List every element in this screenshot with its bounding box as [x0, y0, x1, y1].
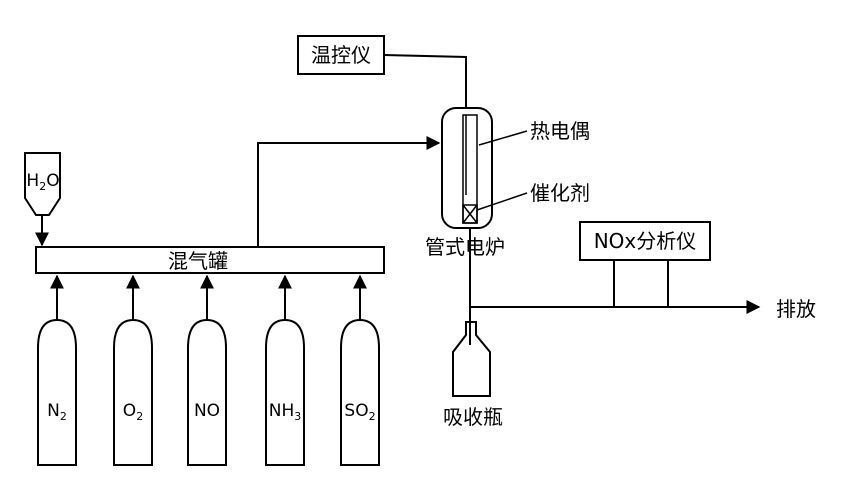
temp-controller: 温控仪: [297, 35, 385, 75]
exhaust-label: 排放: [776, 297, 816, 321]
gas-cylinder: NO: [187, 274, 227, 466]
water-formula: H2O: [26, 171, 59, 193]
gas-formula: SO2: [344, 401, 375, 423]
gas-formula-main: N: [47, 401, 60, 421]
cylinder-body: [265, 318, 305, 466]
gas-cylinder: NH3: [265, 274, 305, 466]
absorption-bottle-label: 吸收瓶: [443, 405, 503, 429]
gas-formula-sub: 3: [294, 410, 301, 423]
water-reservoir: H2O: [24, 152, 61, 247]
thermocouple-label: 热电偶: [530, 119, 590, 143]
gas-cylinder: SO2: [340, 274, 380, 466]
catalyst-bed: [462, 204, 478, 224]
gas-cylinder: N2: [37, 274, 77, 466]
nox-analyzer-label: NOx分析仪: [594, 229, 697, 253]
nox-analyzer: NOx分析仪: [579, 221, 711, 307]
feed-pipe: [257, 136, 441, 247]
cylinder-body: [340, 318, 380, 466]
water-formula-sub: 2: [39, 180, 46, 193]
mixing-tank: 混气罐: [35, 246, 385, 274]
gas-formula: N2: [47, 401, 67, 423]
cylinder-body: [187, 318, 227, 466]
gas-formula-main: NH: [269, 401, 295, 421]
tube-furnace: 管式电炉: [425, 107, 505, 259]
gas-formula-sub: 2: [369, 410, 376, 423]
catalyst-leader: [476, 192, 528, 211]
mixing-tank-label: 混气罐: [168, 249, 228, 273]
gas-formula-main: NO: [194, 401, 220, 421]
controller-wire: [383, 54, 467, 115]
catalyst-label: 催化剂: [530, 181, 590, 205]
gas-cylinder: O2: [113, 274, 153, 466]
gas-formula: NH3: [269, 401, 302, 423]
water-formula-main: H: [26, 171, 39, 191]
temp-controller-label: 温控仪: [311, 43, 371, 67]
absorption-bottle: 吸收瓶: [443, 321, 503, 429]
tube-furnace-label: 管式电炉: [425, 235, 505, 259]
gas-formula-main: O: [123, 401, 136, 421]
gas-formula-sub: 2: [60, 410, 67, 423]
water-formula-tail: O: [46, 171, 59, 191]
gas-formula: O2: [123, 401, 143, 423]
cylinder-body: [37, 318, 77, 466]
thermocouple-leader: [478, 130, 528, 146]
gas-formula: NO: [194, 401, 220, 421]
gas-formula-main: SO: [344, 401, 368, 421]
gas-formula-sub: 2: [136, 410, 143, 423]
cylinder-body: [113, 318, 153, 466]
